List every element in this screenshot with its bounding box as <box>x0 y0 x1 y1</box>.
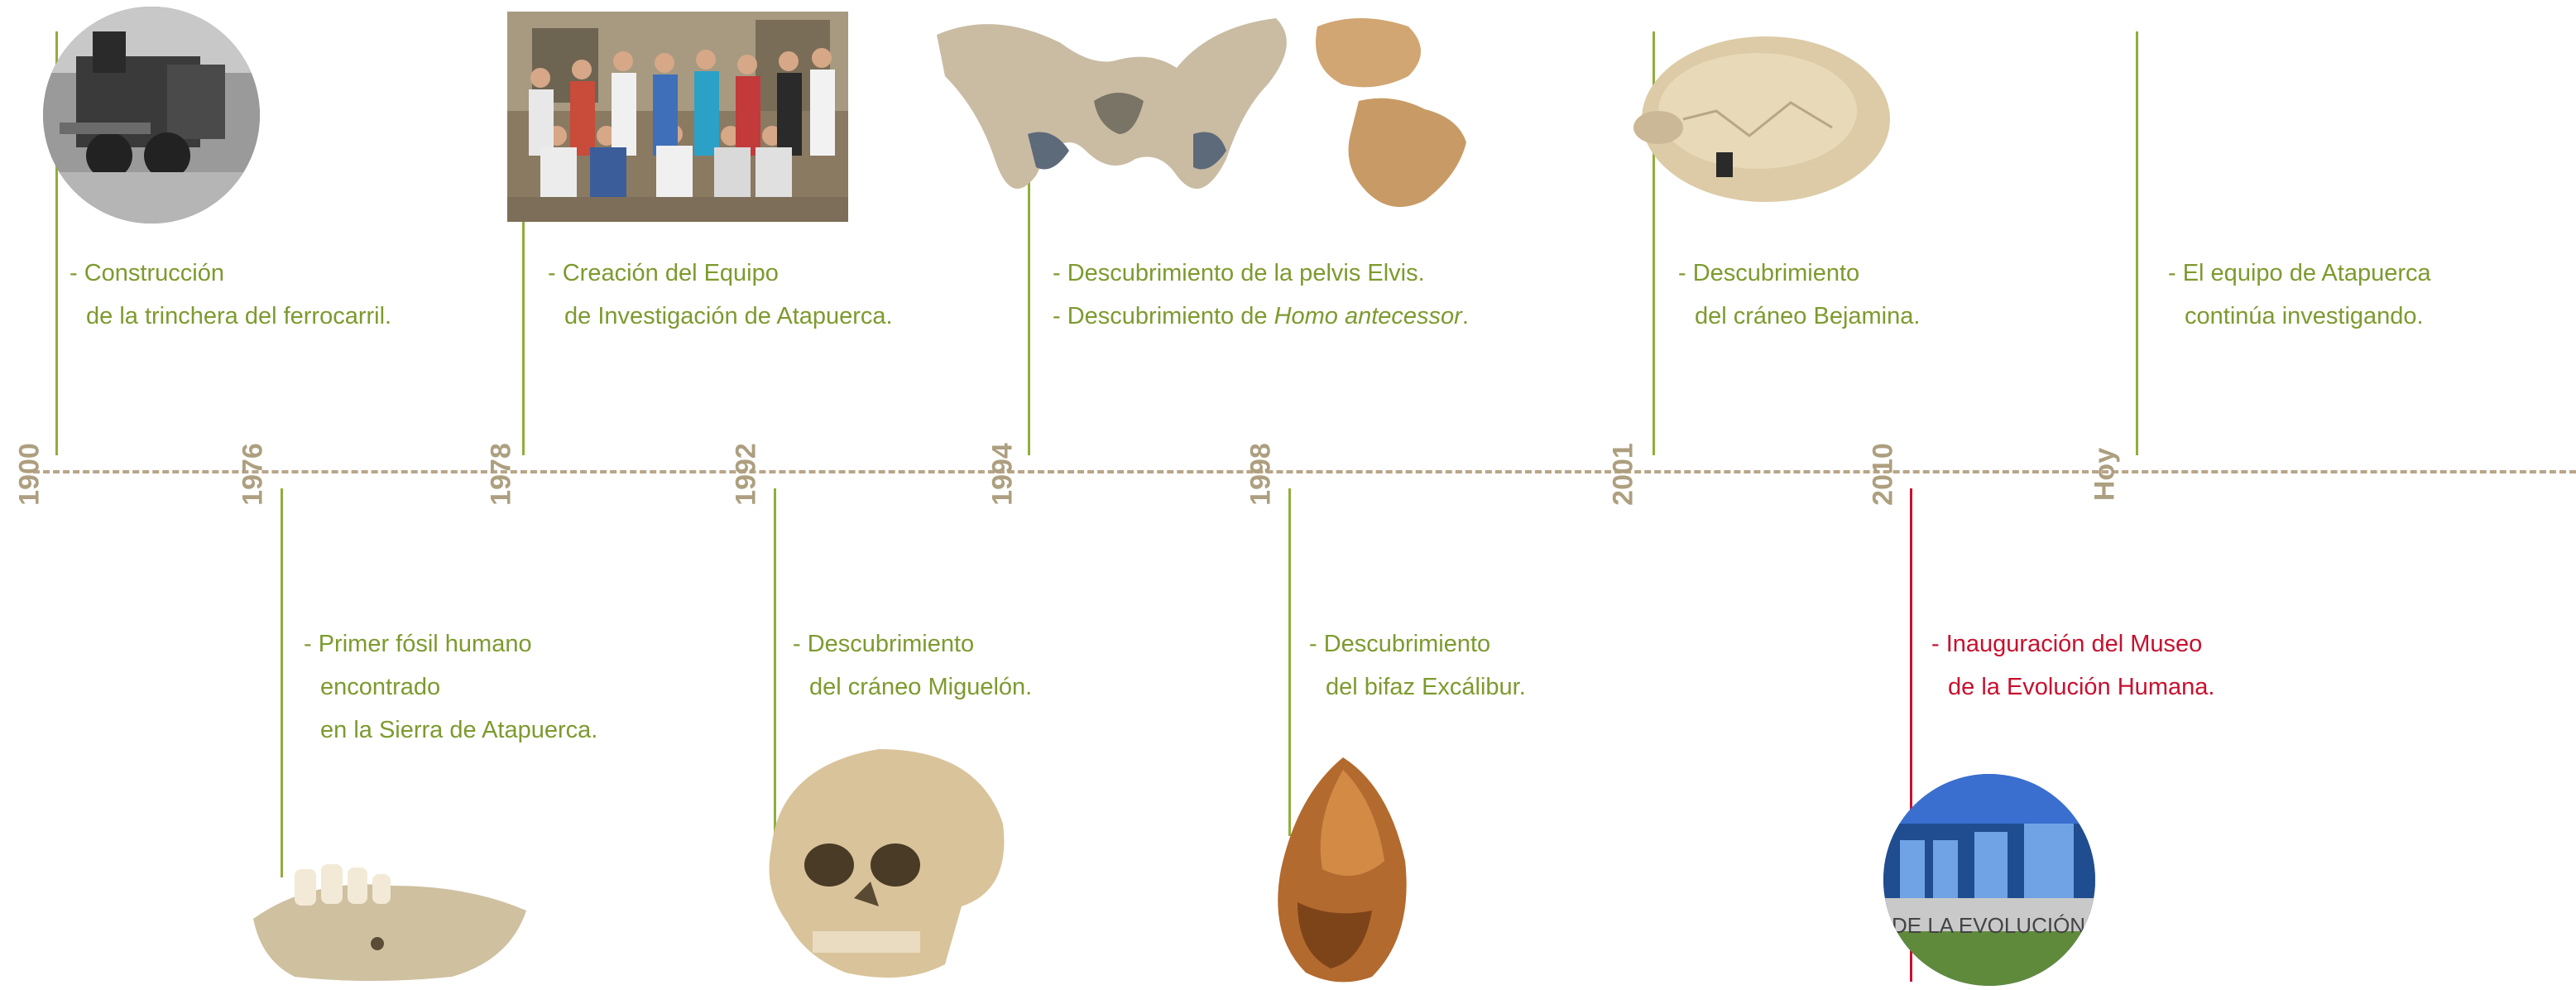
event-caption-2010: - Inauguración del Museo de la Evolución… <box>1931 622 2214 709</box>
caption-line: - Descubrimiento de Homo antecessor. <box>1053 295 1469 338</box>
connector-line <box>1653 31 1655 455</box>
caption-line: - El equipo de Atapuerca <box>2168 260 2431 286</box>
year-label: 1976 <box>237 443 269 506</box>
handaxe-excalibur-photo <box>1264 753 1422 986</box>
caption-line: - Descubrimiento <box>793 631 975 657</box>
connector-line <box>55 31 58 455</box>
caption-line: - Primer fósil humano <box>304 631 532 657</box>
caption-line: - Inauguración del Museo <box>1931 631 2203 657</box>
caption-line: de la trinchera del ferrocarril. <box>86 303 392 329</box>
species-name: Homo antecessor <box>1274 303 1462 329</box>
year-label: 1992 <box>730 443 762 506</box>
year-label: 1900 <box>13 443 46 506</box>
museum-sign-text: DE LA EVOLUCIÓN HU <box>1892 913 2095 938</box>
caption-text: . <box>1461 303 1469 329</box>
fossil-jaw-photo <box>245 853 535 986</box>
event-caption-1976: - Primer fósil humano encontrado en la S… <box>304 622 597 752</box>
timeline-axis <box>33 470 2576 473</box>
caption-line: - Creación del Equipo <box>548 260 779 286</box>
year-label: 2001 <box>1607 443 1639 506</box>
caption-line: - Descubrimiento de la pelvis Elvis. <box>1053 260 1425 286</box>
connector-line <box>522 215 525 455</box>
caption-line: de Investigación de Atapuerca. <box>564 303 893 329</box>
caption-line: encontrado <box>320 674 441 700</box>
event-caption-1900: - Construcción de la trinchera del ferro… <box>70 252 391 338</box>
caption-line: - Descubrimiento <box>1678 260 1860 286</box>
connector-line <box>774 488 776 877</box>
skull-benjamina-photo <box>1625 28 1892 219</box>
year-label: 1994 <box>986 443 1019 506</box>
caption-line: en la Sierra de Atapuerca. <box>320 717 598 743</box>
caption-line: del bifaz Excálibur. <box>1326 674 1526 700</box>
museum-building-photo: DE LA EVOLUCIÓN HU <box>1883 774 2095 986</box>
caption-line: - Construcción <box>70 260 224 286</box>
year-label: 1978 <box>485 443 517 506</box>
connector-line <box>1028 182 1030 455</box>
connector-line <box>1288 488 1291 836</box>
pelvis-and-bone-fragments-photo <box>928 10 1508 222</box>
year-label: 1998 <box>1245 443 1277 506</box>
year-label: 2010 <box>1867 443 1899 506</box>
event-caption-1978: - Creación del Equipo de Investigación d… <box>548 252 893 338</box>
caption-line: de la Evolución Humana. <box>1948 674 2215 700</box>
caption-text: - Descubrimiento de <box>1053 303 1274 329</box>
year-label: Hoy <box>2089 447 2121 502</box>
event-caption-1994: - Descubrimiento de la pelvis Elvis. - D… <box>1053 252 1469 338</box>
research-team-group-photo <box>507 12 848 222</box>
caption-line: del cráneo Miguelón. <box>809 674 1033 700</box>
connector-line-highlight <box>1910 488 1912 982</box>
connector-line <box>2136 31 2138 455</box>
caption-line: - Descubrimiento <box>1309 631 1491 657</box>
skull-miguelon-photo <box>755 741 1019 986</box>
event-caption-2001: - Descubrimiento del cráneo Bejamina. <box>1678 252 1920 338</box>
connector-line <box>281 488 283 877</box>
steam-locomotive-photo <box>43 7 260 223</box>
event-caption-1992: - Descubrimiento del cráneo Miguelón. <box>793 622 1032 709</box>
caption-line: del cráneo Bejamina. <box>1695 303 1921 329</box>
event-caption-today: - El equipo de Atapuerca continúa invest… <box>2168 252 2431 338</box>
caption-line: continúa investigando. <box>2185 303 2424 329</box>
event-caption-1998: - Descubrimiento del bifaz Excálibur. <box>1309 622 1526 709</box>
